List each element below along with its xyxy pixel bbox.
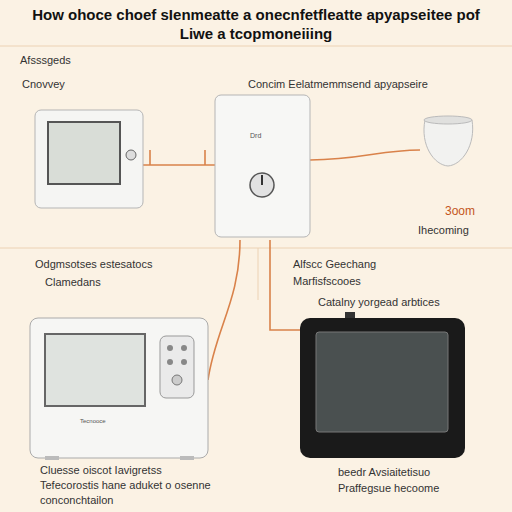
divider-lines bbox=[0, 46, 512, 300]
black-panel bbox=[300, 312, 465, 458]
label-text: conconchtailon bbox=[40, 494, 113, 507]
label-text: Marfisfscooes bbox=[293, 275, 361, 288]
label-text: Odgmsotses estesatocs bbox=[35, 258, 152, 271]
thermostat bbox=[35, 110, 143, 208]
control-unit bbox=[30, 318, 208, 460]
label-text: Cluesse oiscot Iavigretss bbox=[40, 464, 162, 477]
label-text: Afsssgeds bbox=[20, 54, 71, 67]
label-text: Drd bbox=[250, 132, 261, 140]
controller-box bbox=[215, 95, 310, 237]
label-text: Catalny yorgead arbtices bbox=[318, 296, 440, 309]
lamp bbox=[424, 116, 473, 166]
label-text: Alfscc Geechang bbox=[293, 258, 376, 271]
label-text: Concim Eelatmemmsend apyapseire bbox=[248, 78, 428, 91]
label-text: beedr Avsiaitetisuo bbox=[338, 466, 430, 479]
label-text: Cnovvey bbox=[22, 78, 65, 91]
label-text: Tecnooce bbox=[80, 418, 106, 425]
label-text: Tefecorostis hane aduket o osenne bbox=[40, 479, 211, 492]
label-text: Clamedans bbox=[45, 276, 101, 289]
label-text: Praffegsue hecoome bbox=[338, 482, 439, 495]
label-text: Ihecoming bbox=[418, 224, 469, 237]
label-text: 3oom bbox=[445, 204, 475, 218]
diagram-title: How ohoce choef sIenmeatte a onecnfetfle… bbox=[20, 6, 492, 44]
